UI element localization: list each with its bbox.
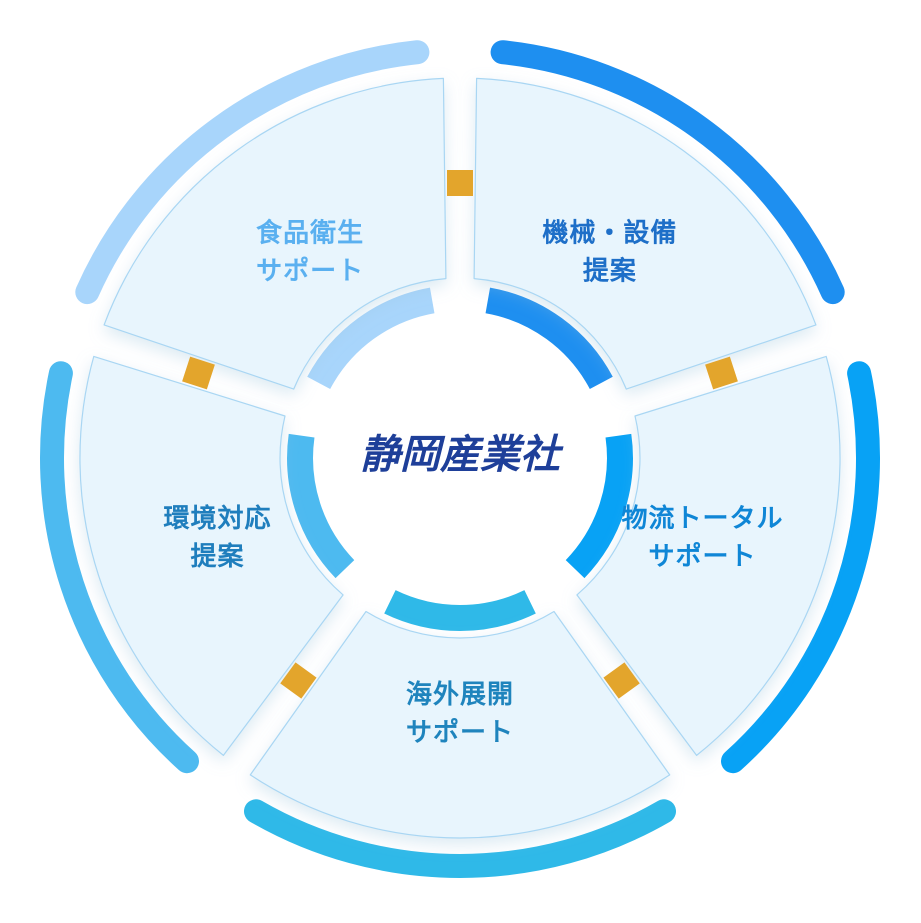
label-environment-line2: 提案 [190, 541, 244, 572]
label-environment-line1: 環境対応 [163, 503, 271, 534]
outer-arcs [40, 40, 880, 878]
card-machine [473, 77, 817, 390]
outer-arc-environment [40, 361, 199, 774]
inner-arc-overseas [384, 589, 536, 631]
connector-0 [447, 170, 473, 196]
connectors [182, 170, 738, 699]
connector-4 [182, 356, 215, 390]
segment-cards [79, 77, 841, 839]
label-logistics-line1: 物流トータル [621, 504, 783, 534]
inner-arcs [287, 287, 633, 631]
label-machine-line2: 提案 [583, 256, 637, 287]
label-overseas-line1: 海外展開 [406, 680, 514, 710]
inner-arc-logistics [565, 433, 633, 579]
card-environment [79, 355, 344, 756]
center-logo: 静岡産業社 [360, 432, 564, 478]
outer-arc-machine [490, 40, 845, 305]
inner-arc-environment [287, 433, 355, 579]
outer-arc-food [75, 40, 430, 305]
card-logistics [576, 355, 841, 756]
inner-arc-food [307, 287, 435, 390]
outer-arc-logistics [721, 361, 880, 774]
label-logistics-line2: サポート [648, 541, 756, 572]
outer-arc-overseas [244, 799, 676, 878]
connector-1 [705, 356, 738, 390]
label-food-line1: 食品衛生 [256, 218, 364, 249]
card-overseas [249, 610, 671, 839]
inner-arc-machine [485, 287, 613, 390]
label-machine-line1: 機械・設備 [542, 218, 677, 249]
label-overseas-line2: サポート [406, 717, 514, 748]
card-food [103, 77, 447, 390]
connector-2 [603, 662, 640, 699]
connector-3 [280, 662, 317, 699]
label-food-line2: サポート [256, 256, 364, 287]
